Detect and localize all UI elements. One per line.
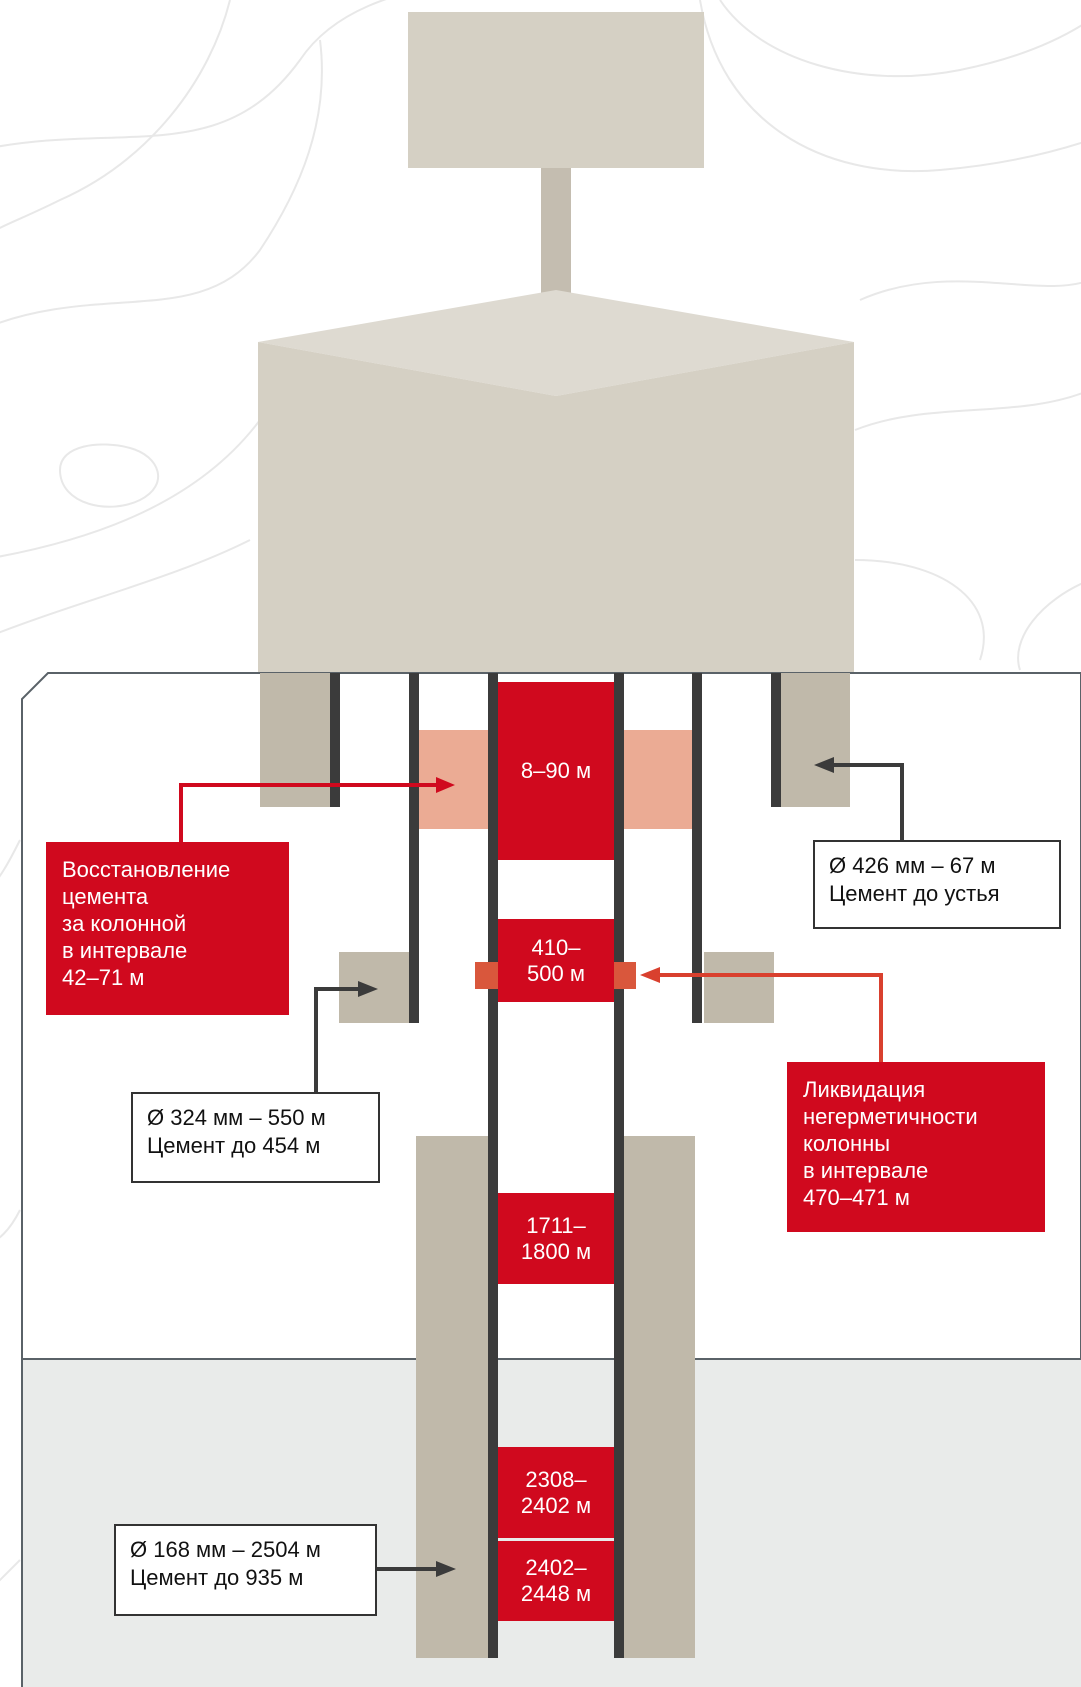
casing-168-left [488,673,498,1658]
casing-426-right [771,673,781,807]
restored-cement-left [419,730,493,829]
wellhead-block-body [258,342,854,672]
wellhead-block-top [258,290,854,396]
casing-324-right [692,673,702,1023]
cement-168-right [624,1136,695,1658]
leak-patch-right [612,962,636,989]
wellhead-top-box [408,12,704,168]
contour-lines [0,0,1081,1582]
cement-426-right [780,673,850,807]
cement-324-right [704,952,774,1023]
interval-410-500: 410– 500 м [498,919,614,1002]
casing-168-right [614,673,624,1658]
interval-2308-2402: 2308– 2402 м [498,1447,614,1538]
callout-cement-restoration: Восстановление цемента за колонной в инт… [46,842,289,1015]
interval-8-90: 8–90 м [498,682,614,860]
callout-casing-168: Ø 168 мм – 2504 м Цемент до 935 м [114,1524,377,1616]
interval-2402-2448: 2402– 2448 м [498,1541,614,1621]
casing-426-left [330,673,340,807]
callout-leak-elimination: Ликвидация негерметичности колонны в инт… [787,1062,1045,1232]
callout-casing-324: Ø 324 мм – 550 м Цемент до 454 м [131,1092,380,1183]
restored-cement-right [624,730,692,829]
casing-324-left [409,673,419,1023]
arrow-leak-elimination [640,967,883,1062]
arrow-cement-restoration [179,777,455,842]
arrow-casing-426 [814,757,904,840]
interval-1711-1800: 1711– 1800 м [498,1193,614,1284]
cement-168-left [416,1136,493,1658]
callout-casing-426: Ø 426 мм – 67 м Цемент до устья [813,840,1061,929]
arrow-casing-324 [314,981,378,1092]
arrow-casing-168 [376,1561,456,1577]
leak-patch-left [475,962,499,989]
